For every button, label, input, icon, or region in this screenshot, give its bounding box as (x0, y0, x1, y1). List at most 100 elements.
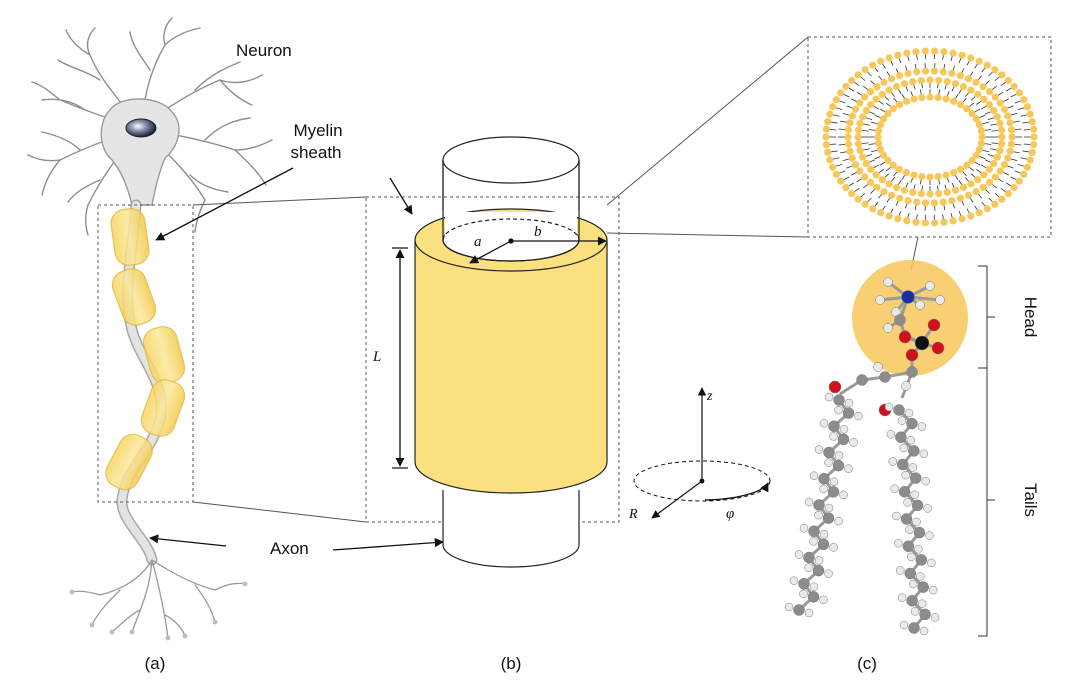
lipid-head (967, 54, 975, 62)
axon-arrow (332, 538, 444, 551)
hydrogen-atom (915, 300, 925, 310)
phi-label: φ (726, 506, 734, 522)
lipid-head (875, 139, 883, 147)
lipid-head (921, 199, 930, 207)
hydrogen-atom (819, 530, 829, 539)
lipid-head (996, 167, 1004, 175)
lipid-head (978, 133, 986, 141)
lipid-head (972, 151, 980, 159)
hydrogen-atom (824, 503, 834, 513)
lipid-head (856, 167, 864, 175)
panel-b-cylinder: a b L (365, 136, 620, 568)
lipid-head (998, 71, 1006, 79)
lipid-head (873, 183, 881, 191)
hydrogen-atom (809, 471, 819, 480)
hydrogen-atom (804, 563, 813, 572)
myelin-arrow (155, 167, 294, 241)
carbon-atom (807, 591, 820, 603)
lipid-head (885, 86, 893, 94)
lipid-head (959, 82, 968, 91)
lipid-head (880, 188, 888, 196)
lipid-head (950, 97, 958, 105)
hydrogen-atom (901, 470, 910, 480)
carbon-atom (898, 486, 911, 498)
myelin-label-line1: Myelin (293, 121, 342, 140)
hydrogen-atom (884, 402, 894, 412)
hydrogen-atom (916, 572, 925, 581)
carbon-atom (908, 445, 920, 457)
lipid-head (1004, 76, 1012, 85)
lipid-head (931, 47, 939, 55)
hydrogen-atom (883, 323, 893, 333)
phosphorus-atom (914, 335, 930, 351)
lipid-head (854, 195, 862, 203)
lipid-head (884, 109, 892, 118)
lipid-head (975, 121, 984, 129)
lipid-head (859, 113, 867, 121)
lipid-head (856, 147, 864, 155)
lipid-head (861, 66, 869, 74)
lipid-head (958, 215, 966, 223)
lipid-head (1030, 133, 1038, 141)
lipid-head (846, 119, 854, 127)
lipid-head (959, 183, 968, 192)
carbon-atom (879, 371, 891, 383)
lipid-head (991, 93, 999, 101)
hydrogen-atom (935, 295, 945, 305)
lipid-head (889, 161, 897, 169)
lipid-head (990, 106, 998, 115)
hydrogen-atom (919, 626, 929, 636)
lipid-head (942, 95, 950, 103)
lipid-head (991, 200, 999, 208)
hydrogen-atom (809, 537, 818, 546)
carbon-atom (906, 366, 918, 378)
lipid-head (918, 172, 926, 181)
lipid-head (991, 66, 999, 74)
hydrogen-atom (886, 430, 896, 439)
lipid-head (963, 105, 971, 113)
hydrogen-atom (804, 608, 814, 618)
hydrogen-atom (894, 539, 903, 548)
hydrogen-atom (897, 593, 907, 602)
hydrogen-atom (794, 550, 804, 559)
symbol-a: a (474, 234, 482, 250)
lipid-head (900, 80, 909, 88)
lipid-head (867, 165, 875, 173)
lipid-head (896, 72, 904, 80)
lipid-head (885, 54, 893, 62)
lipid-head (1026, 110, 1034, 118)
lipid-head (832, 96, 840, 104)
lipid-head (854, 71, 862, 79)
lipid-head (934, 172, 942, 181)
panel-label-a: (a) (145, 654, 166, 673)
lipid-head (1006, 147, 1014, 155)
hydrogen-atom (819, 419, 829, 428)
carbon-atom (904, 567, 916, 580)
R-axis (651, 480, 703, 519)
lipid-head (1029, 125, 1038, 133)
nitrogen-atom (901, 290, 915, 304)
carbon-atom (906, 595, 918, 607)
lipid-head (877, 209, 885, 217)
lipid-head (939, 198, 947, 206)
lipid-head (1023, 103, 1031, 111)
lipid-head (892, 183, 901, 192)
R-axis-label: R (628, 507, 638, 522)
lipid-head (921, 219, 929, 227)
lipid-head (975, 57, 983, 65)
hydrogen-atom (907, 552, 916, 562)
lipid-head (854, 126, 863, 134)
lipid-head (887, 191, 896, 199)
carbon-atom (842, 407, 855, 419)
carbon-atom (895, 431, 907, 443)
lipid-head (951, 80, 960, 88)
lipid-head (930, 67, 939, 75)
lipid-head (998, 195, 1006, 203)
hydrogen-atom (875, 295, 885, 305)
lipid-head (1006, 119, 1014, 127)
nucleus (125, 118, 157, 138)
radius-a-arrow (469, 240, 512, 264)
carbon-atom (827, 486, 840, 498)
lipid-head (1028, 118, 1036, 126)
